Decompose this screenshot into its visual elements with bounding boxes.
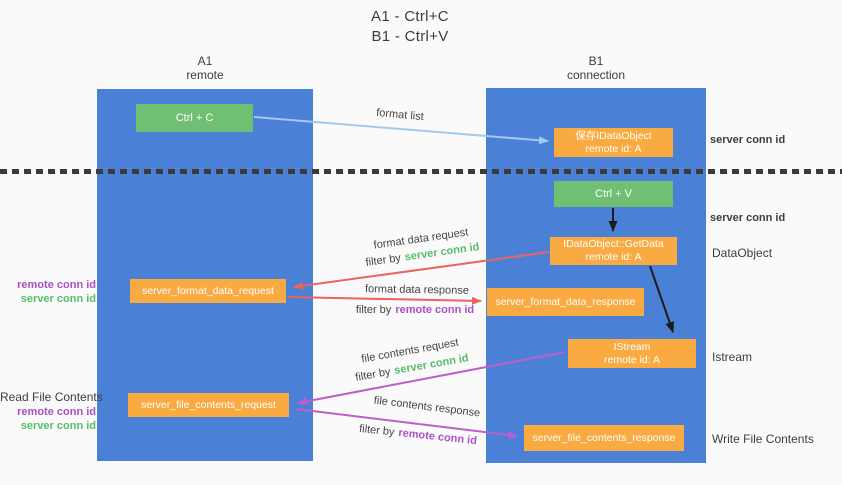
label-filter-remote-conn-id-2: filter by remote conn id [345,421,491,448]
annotation-group-file-ids: Read File Contents remote conn id server… [0,390,103,433]
arrow-format-data-response [287,296,482,305]
node-save-idataobject-line1: 保存IDataObject [575,129,652,142]
annotation-istream: Istream [712,350,753,364]
annotation-remote-conn-id-left-2: remote conn id [17,406,96,418]
column-b1-name: B1 [588,54,604,68]
node-istream: IStream remote id: A [568,339,696,368]
title-line-b1: B1 - Ctrl+V [371,28,449,45]
annotation-server-conn-id-left-2: server conn id [20,420,96,432]
annotation-write-file-contents: Write File Contents [712,432,814,446]
node-server-file-contents-response: server_file_contents_response [524,425,684,451]
session-divider-dotted-line [0,169,842,174]
node-getdata-line2: remote id: A [585,251,642,263]
node-istream-line2: remote id: A [603,353,661,366]
node-save-idataobject-line2: remote id: A [585,142,642,155]
node-save-idataobject: 保存IDataObject remote id: A [554,128,673,157]
page-title: A1 - Ctrl+C B1 - Ctrl+V [300,7,520,47]
label-file-contents-response: file contents response [373,394,481,420]
label-filter-remote-conn-id-1: filter by remote conn id [342,304,488,316]
column-a1-role: remote [186,68,224,82]
title-line-a1: A1 - Ctrl+C [371,8,449,25]
filter-by-text: filter by [364,252,402,269]
column-header-a1: A1 remote [97,54,313,82]
annotation-server-conn-id-left-1: server conn id [20,293,96,305]
filter-by-text: filter by [354,365,392,384]
node-server-format-data-response: server_format_data_response [487,288,644,316]
label-format-data-response: format data response [364,283,470,297]
remote-conn-id-text: remote conn id [397,426,478,448]
annotation-remote-conn-id-left-1: remote conn id [17,279,96,291]
label-format-list: format list [375,106,425,124]
annotation-group-format-ids: remote conn id server conn id [0,278,96,306]
annotation-server-conn-id-right-1: server conn id [710,134,786,146]
column-b1-role: connection [566,68,626,82]
filter-by-text: filter by [358,422,396,439]
filter-by-text: filter by [355,304,392,316]
node-istream-line1: IStream [613,340,651,353]
node-getdata: IDataObject::GetData remote id: A [550,237,677,265]
annotation-read-file-contents: Read File Contents [0,390,103,404]
node-getdata-line1: IDataObject::GetData [563,238,664,250]
node-ctrl-v: Ctrl + V [554,181,673,207]
column-a1-name: A1 [197,54,213,68]
annotation-server-conn-id-right-2: server conn id [710,212,786,224]
node-server-format-data-request: server_format_data_request [130,279,286,303]
node-server-file-contents-request: server_file_contents_request [128,393,289,417]
column-header-b1: B1 connection [486,54,706,82]
node-ctrl-c: Ctrl + C [136,104,253,132]
remote-conn-id-text: remote conn id [395,304,475,316]
annotation-dataobject: DataObject [712,246,773,260]
